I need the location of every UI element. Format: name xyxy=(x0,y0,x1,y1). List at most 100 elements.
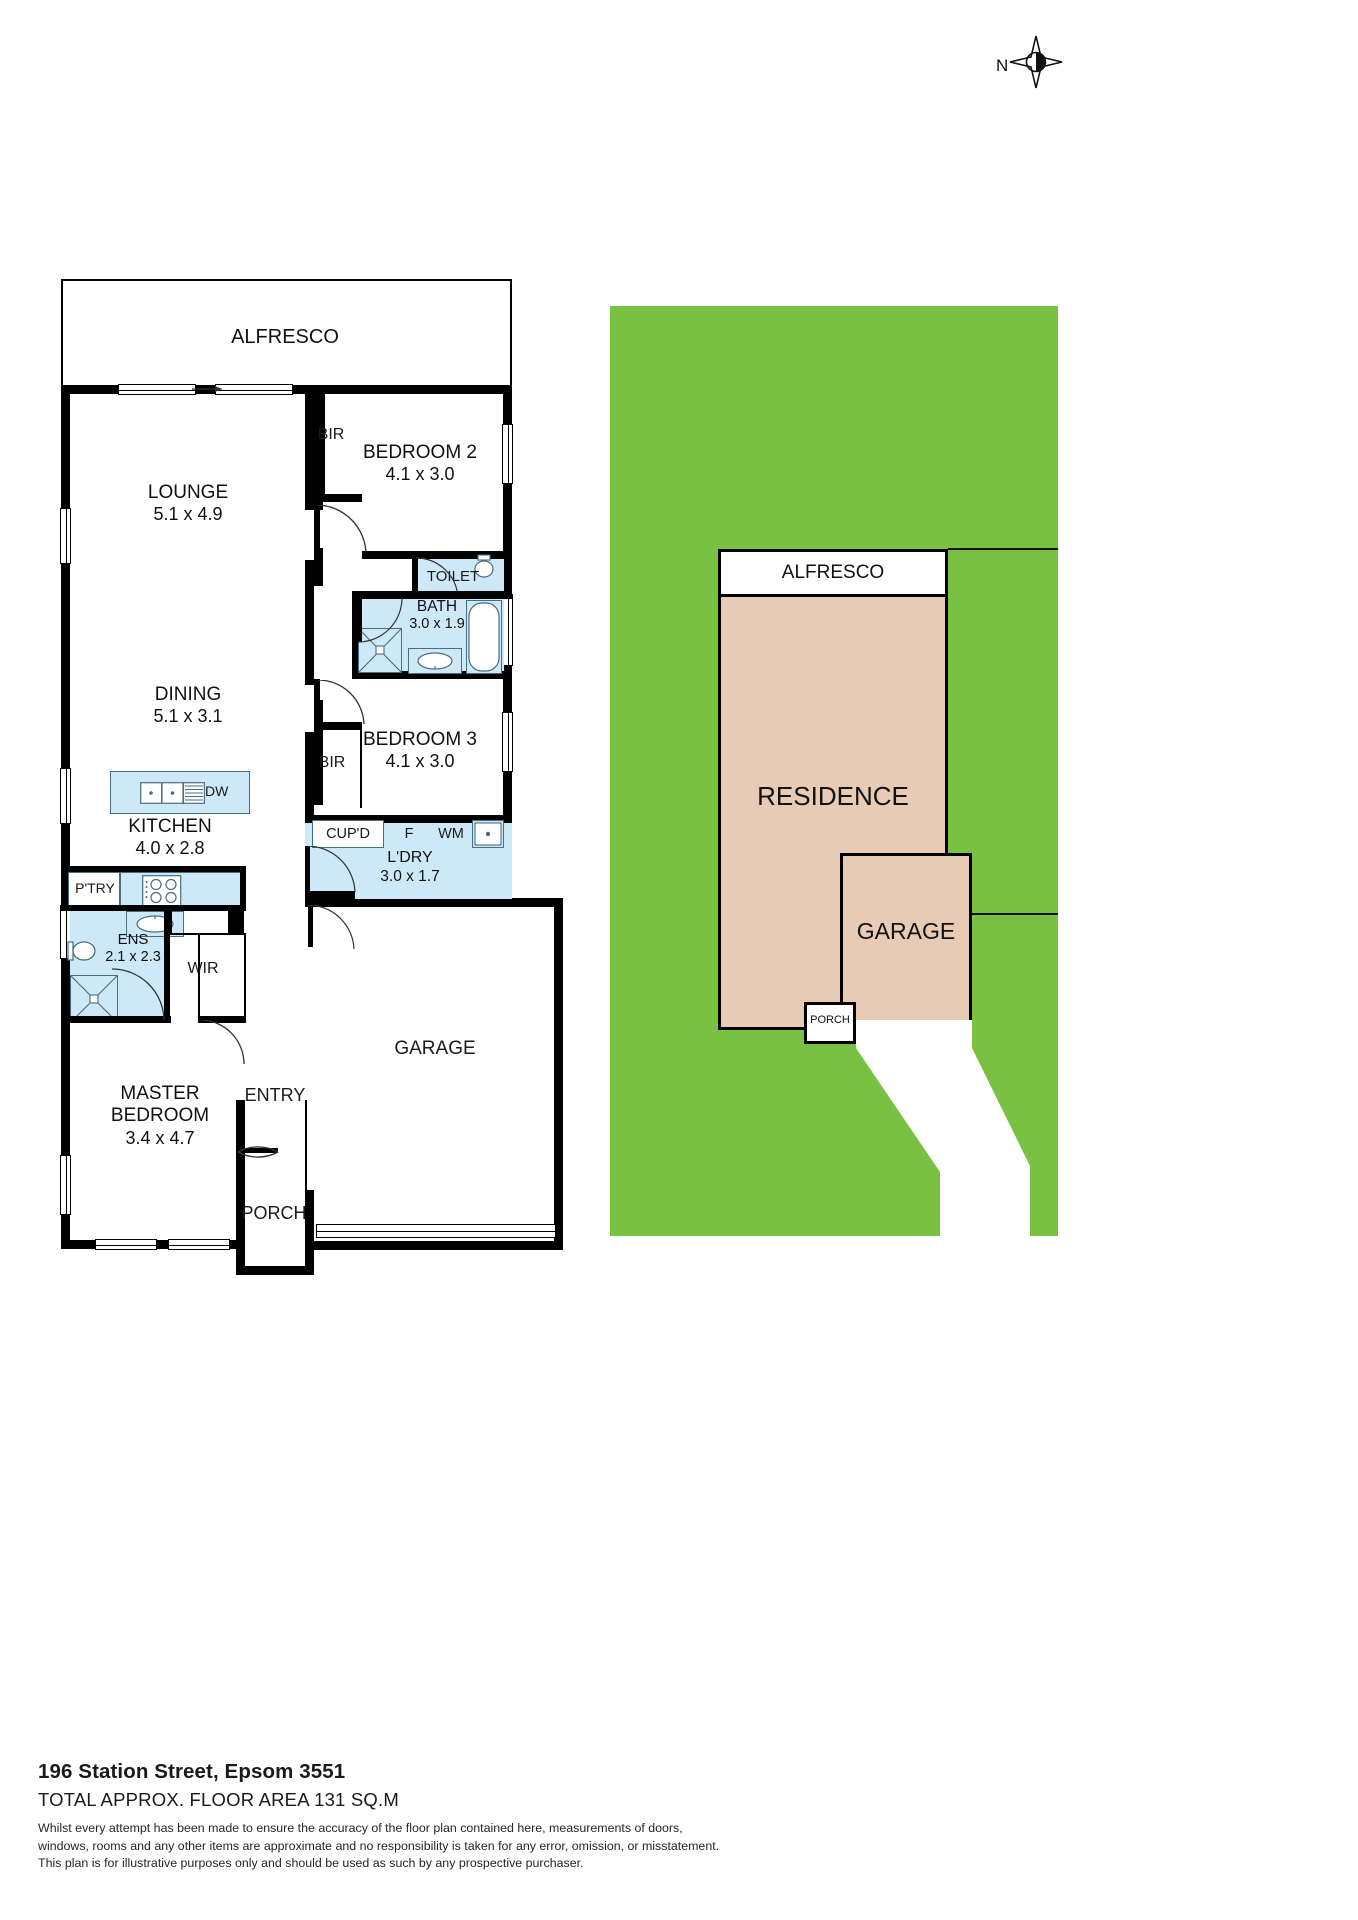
bath-basin-icon xyxy=(417,652,453,670)
window-dining-left xyxy=(60,768,71,824)
wall-left-lower xyxy=(61,886,70,1248)
entry-door-swing xyxy=(237,1146,279,1158)
wall-bir2-left xyxy=(314,390,323,510)
ens-door-swing xyxy=(111,968,165,1021)
window-master-bottom-2 xyxy=(168,1239,230,1250)
room-label-dining: DINING 5.1 x 3.1 xyxy=(153,684,223,727)
fridge-label: F xyxy=(404,826,414,842)
pantry-label: P'TRY xyxy=(75,880,115,896)
site-residence-label: RESIDENCE xyxy=(757,781,909,811)
wall-kitchen-bench-top xyxy=(61,866,246,872)
disclaimer-line-2: windows, rooms and any other items are a… xyxy=(38,1838,720,1853)
bir3-line xyxy=(360,726,362,808)
room-label-lounge: LOUNGE 5.1 x 4.9 xyxy=(147,482,229,525)
washing-machine-label: WM xyxy=(438,826,464,842)
floor-plan-drawing: ALFRESCO xyxy=(0,0,620,1320)
kitchen-sink-icon xyxy=(140,782,206,804)
disclaimer-text: Whilst every attempt has been made to en… xyxy=(38,1820,938,1873)
entry-door-leaf xyxy=(238,1148,278,1153)
wall-garage-right xyxy=(554,898,563,1250)
wall-bath-bottom xyxy=(352,671,512,679)
bath-door-swing xyxy=(358,598,403,643)
site-driveway xyxy=(856,1020,1030,1236)
wir-line-mid xyxy=(198,933,200,1021)
wall-porch-right xyxy=(305,1190,314,1275)
site-boundary-lines xyxy=(948,548,1058,915)
room-label-alfresco: ALFRESCO xyxy=(231,326,339,348)
wall-wir-bottom xyxy=(198,1016,246,1023)
laundry-trough-icon xyxy=(474,822,502,846)
bir-top-label: BIR xyxy=(317,426,345,443)
sliding-door-arrow-icon xyxy=(192,386,222,392)
bedroom2-door-leaf xyxy=(314,505,320,553)
wall-kitchen-bench-bottom xyxy=(61,905,246,911)
entry-label: ENTRY xyxy=(244,1085,306,1105)
garage-label: GARAGE xyxy=(394,1038,476,1059)
toilet-fixture-icon xyxy=(474,554,494,578)
bedroom3-door-swing xyxy=(318,680,365,725)
wall-kitchen-bench-right xyxy=(240,866,246,911)
kitchen-bench xyxy=(120,872,246,909)
laundry-cupboard xyxy=(312,820,384,848)
wir-label: WIR xyxy=(187,960,219,977)
wir-door-swing xyxy=(201,1020,245,1065)
bir-bottom-label: BIR xyxy=(318,754,346,771)
total-floor-area: TOTAL APPROX. FLOOR AREA 131 SQ.M xyxy=(38,1789,399,1810)
toilet-door-swing xyxy=(416,557,459,599)
bedroom2-door-swing xyxy=(317,505,367,554)
site-plan: ALFRESCO RESIDENCE GARAGE PORCH xyxy=(610,306,1060,1236)
wall-hall2-left xyxy=(314,548,323,586)
room-label-laundry: L'DRY 3.0 x 1.7 xyxy=(380,849,440,885)
room-label-bedroom3: BEDROOM 3 4.1 x 3.0 xyxy=(362,729,478,772)
svg-text:N: N xyxy=(996,56,1008,75)
bathtub-icon xyxy=(468,602,500,672)
pantry-cupboard xyxy=(68,872,120,909)
bath-shower-icon xyxy=(358,628,402,673)
hall-door-leaf xyxy=(308,905,313,947)
wall-bir2-bottom xyxy=(314,494,362,502)
wall-left-upper xyxy=(61,385,70,890)
bedroom3-door-leaf xyxy=(314,679,320,723)
disclaimer-line-3: This plan is for illustrative purposes o… xyxy=(38,1856,584,1871)
wall-ens-bottom xyxy=(61,1016,171,1023)
wall-lounge-right-lower xyxy=(305,560,314,685)
wall-entry-left xyxy=(236,1100,245,1275)
wall-bir3-top xyxy=(314,722,362,730)
wall-bedroom2-bottom xyxy=(362,551,512,559)
window-master-bottom-1 xyxy=(95,1239,157,1250)
alfresco-wall-top xyxy=(61,279,512,281)
garage-door xyxy=(316,1224,556,1238)
porch-label: PORCH xyxy=(241,1203,307,1223)
toilet-door-leaf xyxy=(412,558,418,592)
wir-shelf-top xyxy=(170,933,246,935)
wall-laundry-top xyxy=(305,815,512,823)
wall-bir3-left xyxy=(314,700,323,805)
wall-bath-top xyxy=(352,591,512,599)
window-lounge-left xyxy=(60,508,71,564)
laundry-door-leaf xyxy=(305,846,310,894)
site-porch-label: PORCH xyxy=(810,1014,850,1026)
window-bedroom2-right xyxy=(502,424,513,484)
site-alfresco-block xyxy=(718,549,948,597)
footer-block: 196 Station Street, Epsom 3551 TOTAL APP… xyxy=(38,1760,938,1873)
room-label-bedroom2: BEDROOM 2 4.1 x 3.0 xyxy=(362,442,478,485)
property-address: 196 Station Street, Epsom 3551 xyxy=(38,1760,346,1783)
window-bedroom3-right xyxy=(502,712,513,772)
ens-toilet-icon xyxy=(67,941,96,961)
window-master-left xyxy=(60,1155,71,1215)
bath-door-leaf xyxy=(356,598,362,642)
room-label-ens: ENS 2.1 x 2.3 xyxy=(105,931,161,965)
alfresco-wall-left xyxy=(61,279,63,389)
site-alfresco-label: ALFRESCO xyxy=(781,562,885,583)
site-porch-block xyxy=(804,1002,856,1044)
wall-wir-block xyxy=(228,905,244,935)
cupboard-label: CUP'D xyxy=(326,826,370,842)
room-label-master-bedroom: MASTER BEDROOM 3.4 x 4.7 xyxy=(110,1083,210,1148)
wall-porch-bottom xyxy=(236,1266,314,1275)
alfresco-wall-right xyxy=(510,279,512,389)
site-garage-label: GARAGE xyxy=(856,918,956,944)
laundry-door-swing xyxy=(307,846,356,893)
wall-lounge-right-upper xyxy=(305,385,314,510)
wall-entry-right-thin xyxy=(305,1100,307,1192)
